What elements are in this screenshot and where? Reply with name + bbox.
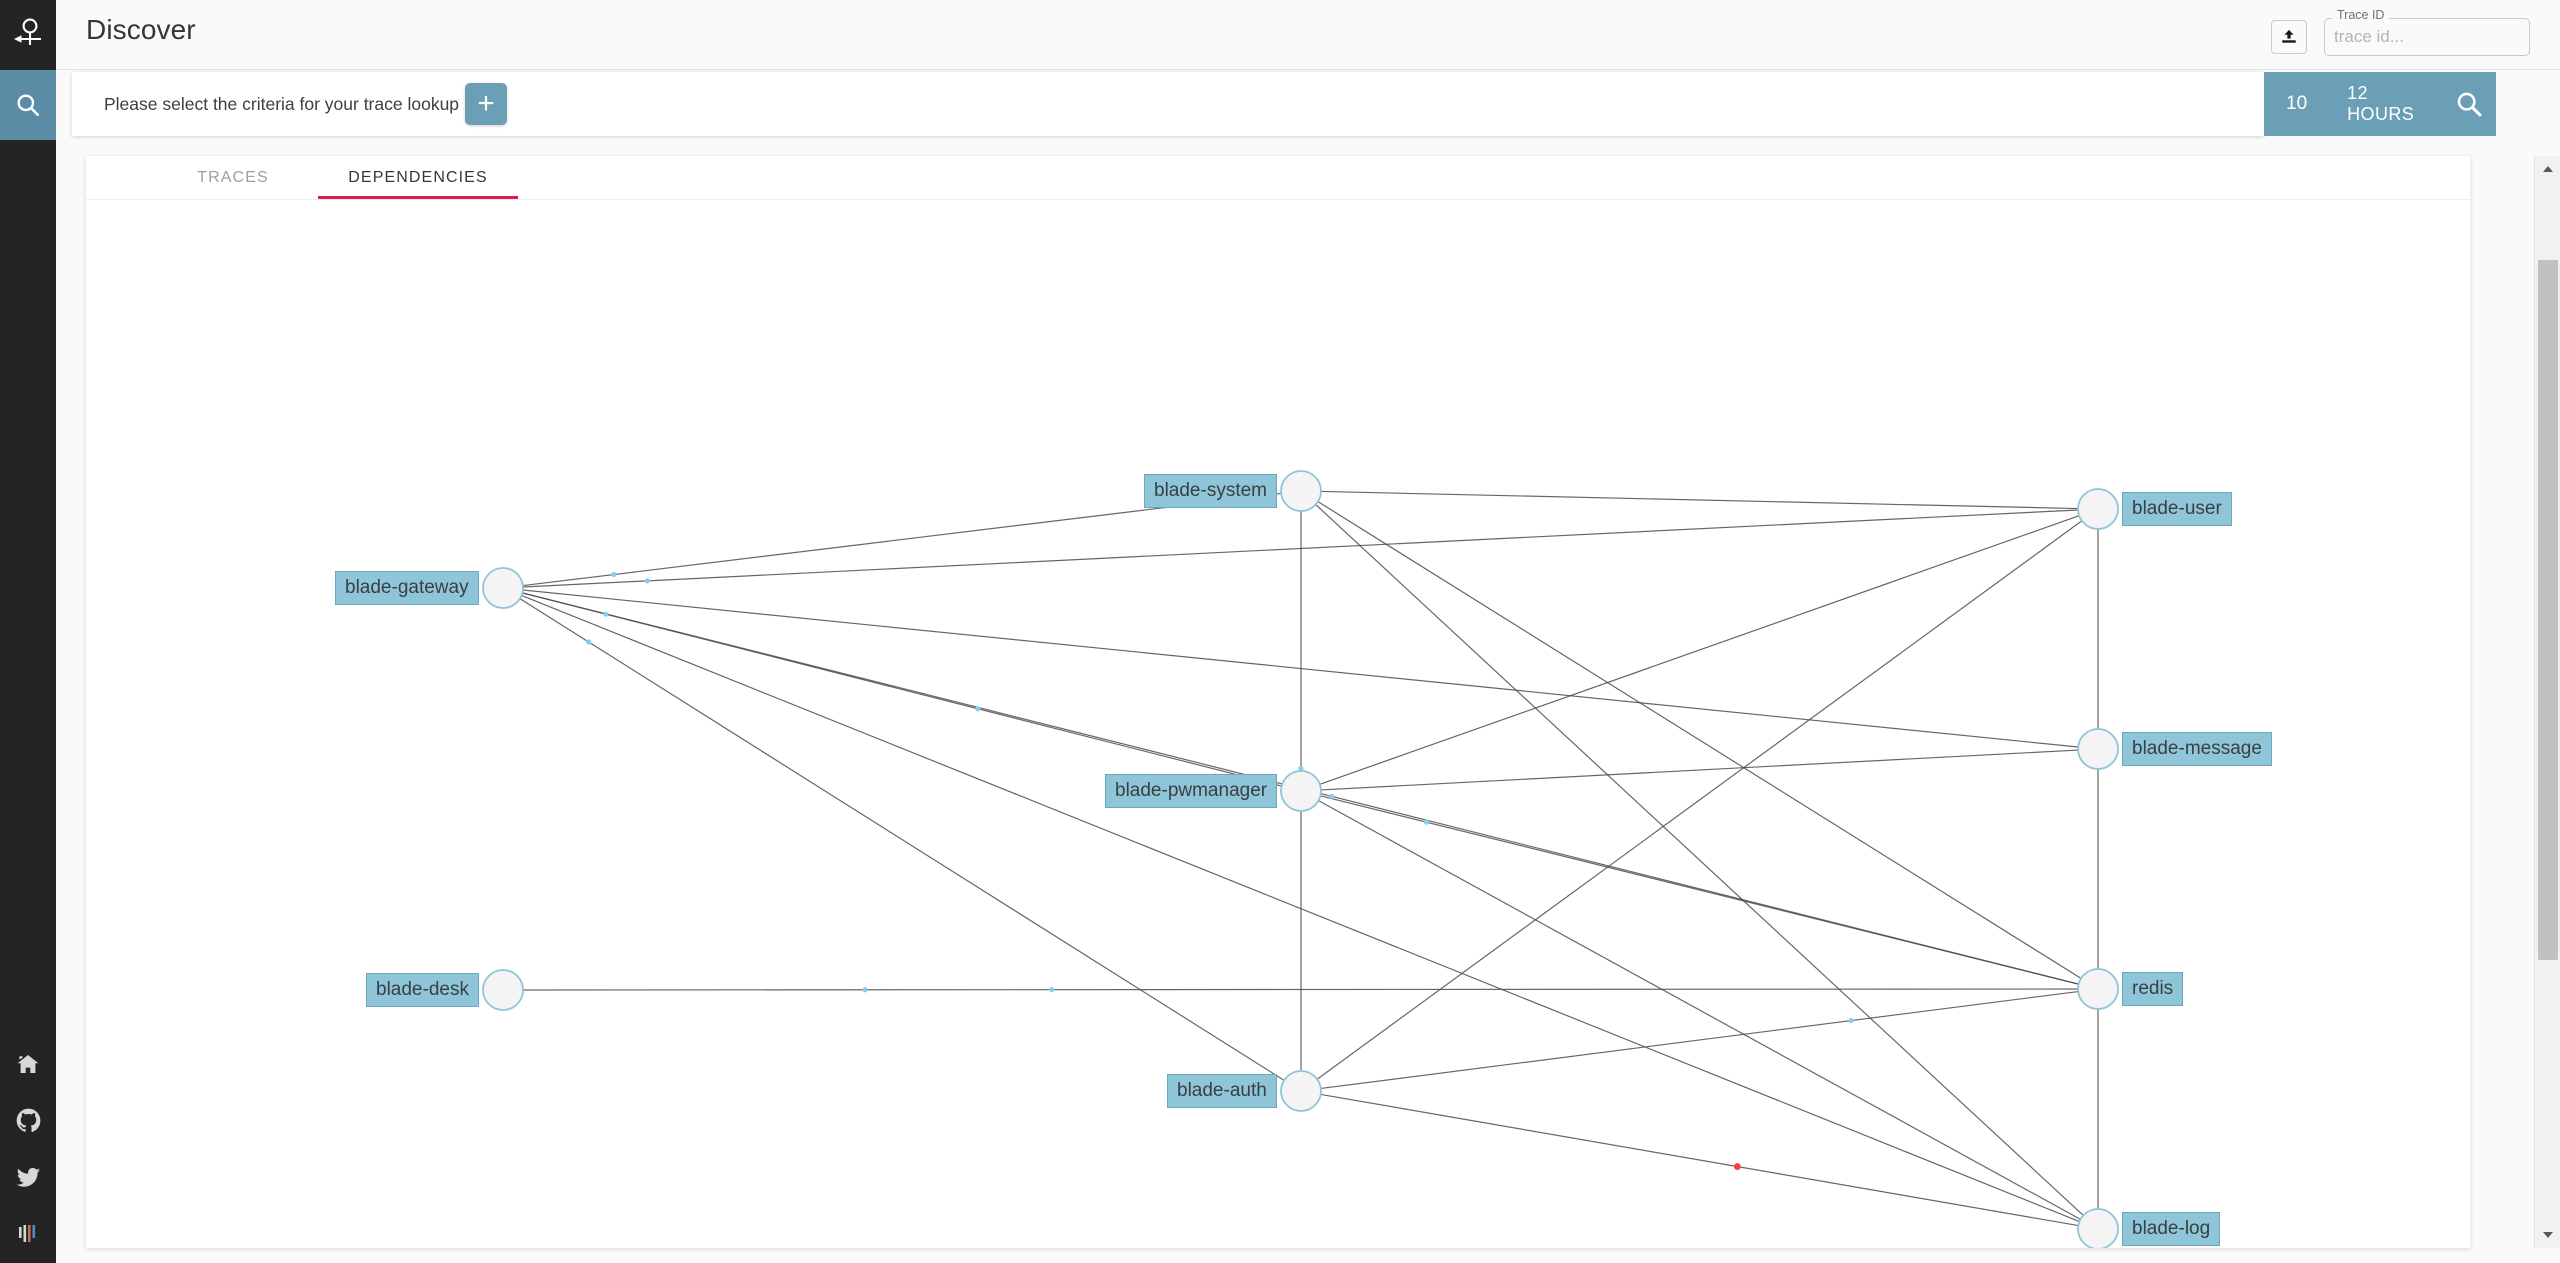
- trace-id-input[interactable]: [2332, 24, 2518, 50]
- run-search-button[interactable]: [2442, 72, 2496, 136]
- tab-traces[interactable]: TRACES: [197, 169, 269, 186]
- gitter-icon[interactable]: [0, 1206, 56, 1263]
- edge[interactable]: [519, 598, 1285, 1081]
- traffic-particle: [644, 578, 650, 584]
- add-criterion-button[interactable]: +: [465, 83, 508, 125]
- edge[interactable]: [522, 988, 2079, 991]
- traffic-particle: [603, 611, 609, 617]
- edge[interactable]: [1320, 749, 2079, 791]
- node-label[interactable]: blade-gateway: [335, 571, 479, 605]
- node-label[interactable]: blade-auth: [1167, 1074, 1277, 1108]
- zipkin-logo-icon[interactable]: [0, 0, 56, 70]
- graph-node[interactable]: [2077, 1208, 2119, 1248]
- left-sidebar: [0, 0, 56, 1263]
- node-label[interactable]: blade-log: [2122, 1212, 2221, 1246]
- graph-node[interactable]: [2077, 488, 2119, 530]
- traffic-particle: [1423, 819, 1430, 825]
- edge[interactable]: [522, 492, 1282, 587]
- scroll-down-arrow[interactable]: [2535, 1222, 2560, 1248]
- home-icon[interactable]: [0, 1035, 56, 1092]
- twitter-icon[interactable]: [0, 1149, 56, 1206]
- node-label[interactable]: blade-desk: [366, 973, 479, 1007]
- traffic-particle: [1848, 1018, 1854, 1024]
- traffic-particle: [1329, 793, 1335, 799]
- edge[interactable]: [1316, 520, 2083, 1080]
- error-particle: [1733, 1163, 1741, 1170]
- traffic-particle: [611, 571, 617, 578]
- graph-node[interactable]: [1280, 770, 1322, 812]
- top-bar: Discover Trace ID: [56, 0, 2560, 70]
- lookback-value[interactable]: 12 HOURS: [2347, 83, 2415, 124]
- edge-layer: [519, 490, 2099, 1227]
- dependency-graph-svg: [482, 470, 2119, 1248]
- particle-layer: [586, 571, 1854, 1170]
- upload-icon: [2282, 29, 2296, 43]
- graph-node[interactable]: [2077, 728, 2119, 770]
- dependency-graph[interactable]: blade-gateway blade-system blade-pwmanager…: [86, 201, 2470, 1248]
- search-controls: 10 12 HOURS: [2264, 72, 2496, 136]
- edge[interactable]: [1315, 504, 2084, 1216]
- tab-dependencies[interactable]: DEPENDENCIES: [348, 169, 488, 186]
- upload-trace-button[interactable]: [2271, 20, 2307, 54]
- active-tab-indicator: [318, 196, 518, 199]
- github-icon[interactable]: [0, 1092, 56, 1149]
- edge[interactable]: [1320, 990, 2079, 1090]
- tab-bar: TRACES DEPENDENCIES: [86, 156, 2470, 200]
- graph-node[interactable]: [482, 969, 524, 1011]
- graph-node[interactable]: [1280, 470, 1322, 512]
- sidebar-external-links: [0, 1035, 56, 1263]
- edge[interactable]: [1319, 515, 2080, 785]
- edge[interactable]: [1320, 795, 2079, 985]
- search-icon: [2457, 92, 2482, 117]
- divider: [2441, 72, 2443, 136]
- node-layer: [482, 470, 2119, 1248]
- graph-node[interactable]: [482, 567, 524, 609]
- traffic-particle: [975, 706, 981, 712]
- scroll-thumb[interactable]: [2538, 260, 2558, 960]
- edge[interactable]: [1318, 800, 2081, 1220]
- node-label[interactable]: blade-pwmanager: [1105, 774, 1278, 808]
- content-card: TRACES DEPENDENCIES blade-gateway blade-s…: [86, 156, 2470, 1248]
- page-scrollbar[interactable]: [2534, 156, 2560, 1248]
- traffic-particle: [586, 639, 592, 645]
- traffic-particle: [862, 987, 868, 993]
- sidebar-item-search[interactable]: [0, 70, 56, 140]
- trace-id-outline: [2324, 18, 2530, 56]
- node-label[interactable]: blade-user: [2122, 492, 2232, 526]
- node-label[interactable]: redis: [2122, 972, 2184, 1006]
- edge[interactable]: [1320, 1093, 2079, 1227]
- edge[interactable]: [522, 592, 1282, 787]
- edge[interactable]: [1320, 490, 2079, 510]
- node-label[interactable]: blade-message: [2122, 732, 2272, 766]
- criteria-placeholder-text: Please select the criteria for your trac…: [104, 93, 460, 114]
- graph-node[interactable]: [1280, 1070, 1322, 1112]
- node-label[interactable]: blade-system: [1144, 474, 1277, 508]
- scroll-up-arrow[interactable]: [2535, 156, 2560, 182]
- traffic-particle: [1049, 987, 1055, 993]
- trace-id-field[interactable]: Trace ID: [2322, 9, 2532, 56]
- page-title: Discover: [86, 14, 196, 45]
- search-criteria-bar[interactable]: Please select the criteria for your trac…: [72, 72, 2264, 136]
- graph-node[interactable]: [2077, 968, 2119, 1010]
- edge[interactable]: [1317, 501, 2082, 979]
- traffic-particle: [1298, 766, 1304, 772]
- limit-value[interactable]: 10: [2286, 93, 2308, 114]
- trace-id-label: Trace ID: [2332, 9, 2390, 22]
- search-icon: [17, 94, 40, 117]
